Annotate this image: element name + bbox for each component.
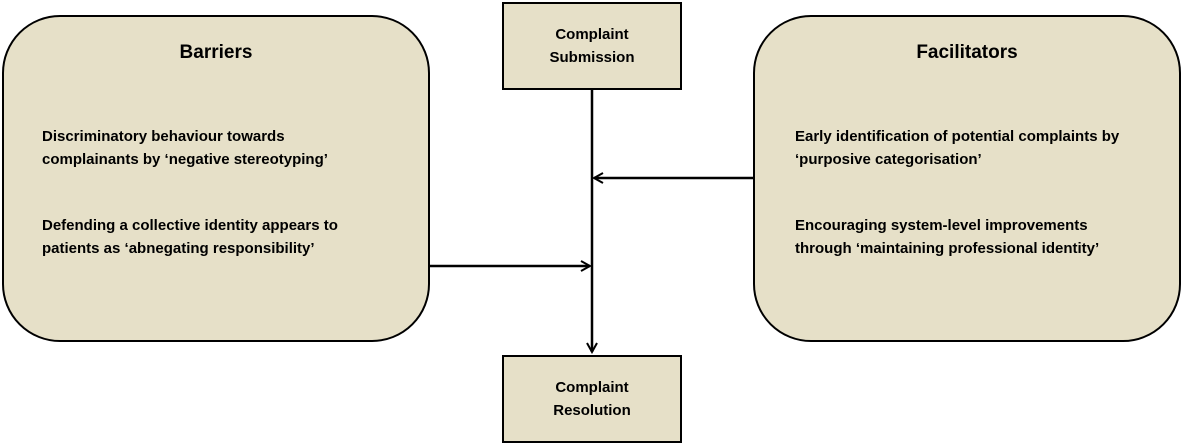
barrier-item-line: Discriminatory behaviour towards (42, 128, 285, 145)
facilitator-item: Early identification of potential compla… (795, 125, 1119, 171)
complaint-submission-line: Submission (549, 49, 635, 66)
complaint-submission-line: Complaint (555, 26, 629, 43)
facilitator-item-line: ‘purposive categorisation’ (795, 151, 982, 168)
barrier-item-line: patients as ‘abnegating responsibility’ (42, 240, 315, 257)
complaint-submission-box: Complaint Submission (502, 2, 682, 90)
complaint-resolution-box: Complaint Resolution (502, 355, 682, 443)
barriers-title: Barriers (179, 42, 253, 63)
facilitator-item-line: Encouraging system-level improvements (795, 217, 1088, 234)
barriers-panel: Barriers Discriminatory behaviour toward… (2, 15, 430, 342)
complaint-resolution-label: Complaint Resolution (504, 376, 680, 422)
facilitators-panel: Facilitators Early identification of pot… (753, 15, 1181, 342)
barrier-item: Defending a collective identity appears … (42, 214, 338, 260)
complaint-submission-label: Complaint Submission (504, 23, 680, 69)
complaint-resolution-line: Resolution (553, 402, 631, 419)
facilitator-item-line: through ‘maintaining professional identi… (795, 240, 1100, 257)
facilitators-title: Facilitators (916, 42, 1018, 63)
barrier-item: Discriminatory behaviour towards complai… (42, 125, 328, 171)
facilitator-item: Encouraging system-level improvements th… (795, 214, 1099, 260)
complaint-resolution-line: Complaint (555, 379, 629, 396)
barrier-item-line: Defending a collective identity appears … (42, 217, 338, 234)
barrier-item-line: complainants by ‘negative stereotyping’ (42, 151, 328, 168)
facilitator-item-line: Early identification of potential compla… (795, 128, 1120, 145)
